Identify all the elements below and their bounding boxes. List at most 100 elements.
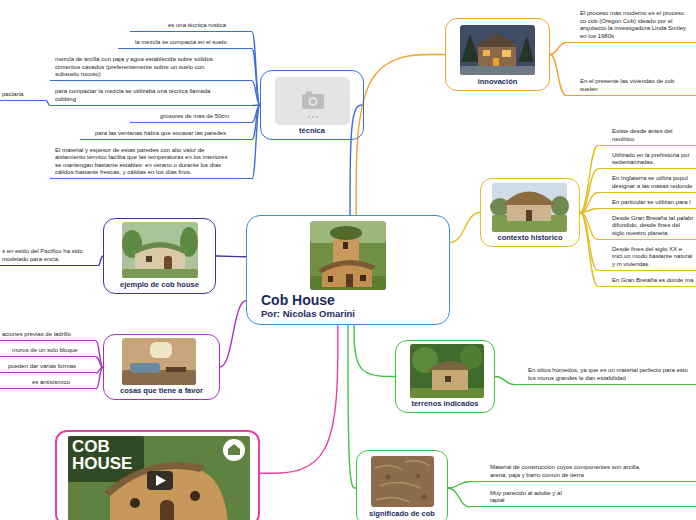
pager-dot <box>316 116 318 118</box>
leaf-text: grosores de mas de 50cm <box>160 113 246 121</box>
branch-connector <box>252 81 260 105</box>
leaf-note: es antisísmico <box>0 379 96 389</box>
clay-texture <box>371 456 434 507</box>
branch-connector <box>580 213 598 287</box>
central-title: Cob House <box>261 292 335 308</box>
branch-connector <box>216 255 246 257</box>
history-photo <box>490 183 569 232</box>
house-window <box>360 275 366 281</box>
example-photo <box>122 222 198 278</box>
leaf-text: es una técnica rustica <box>168 22 248 30</box>
logo-house <box>228 444 240 455</box>
camera-lens <box>311 99 316 104</box>
lit-window <box>502 50 511 57</box>
leaf-text: El proceso más moderno es el proceso co … <box>580 10 692 40</box>
leaf-text: En particular se utilizan para l <box>612 199 694 207</box>
leaf-text: para las ventanas había que excavar las … <box>95 130 245 138</box>
leaf-text: pactaria <box>2 91 42 99</box>
leaf-note: Material de construcción cuyos component… <box>470 464 696 482</box>
leaf-note: grosores de mas de 50cm <box>130 113 252 123</box>
tree <box>461 34 480 62</box>
leaf-note: En Gran Bretaña es donde ma <box>598 277 696 287</box>
night-sky <box>460 25 535 75</box>
leaf-text: Desde fines del siglo XX e inici un modo… <box>612 246 694 269</box>
house-window <box>328 276 333 282</box>
branch-connector <box>252 32 260 105</box>
leaf-note: para las ventanas había que excavar las … <box>80 130 252 140</box>
branch-connector <box>348 325 356 488</box>
branch-connector <box>354 325 395 377</box>
house-wall <box>432 368 468 390</box>
leaf-note: El material y espesor de estas paredes c… <box>50 147 252 180</box>
house-roof <box>318 260 376 273</box>
leaf-text: En Gran Bretaña es donde ma <box>612 277 694 285</box>
video-thumbnail <box>68 436 250 520</box>
leaf-note: es una técnica rustica <box>130 22 252 32</box>
leaf-note: pactaria <box>0 91 46 101</box>
topic-box: terrenos indicados <box>395 340 495 413</box>
thatch-roof <box>502 192 556 206</box>
sofa <box>130 363 160 373</box>
branch-connector <box>356 55 445 216</box>
leaf-text: En Inglaterra se utiliza popul designar … <box>612 175 694 190</box>
leaf-note: Utilizado en la prehistoria por sedentar… <box>598 152 696 170</box>
leaf-text: Utilizado en la prehistoria por sedentar… <box>612 152 694 167</box>
leaf-note: muros de un solo bloque <box>0 347 96 357</box>
advantages-photo <box>122 338 196 385</box>
window <box>445 376 451 382</box>
roundhouse-wall <box>507 203 551 221</box>
topic-box: innovación <box>445 18 550 91</box>
leaf-text: s en estilo del Pacífico ha sido modelad… <box>2 248 94 263</box>
house-window <box>343 242 348 249</box>
innovation-photo <box>460 25 535 75</box>
play-button <box>147 471 173 490</box>
house-door <box>346 274 353 287</box>
branch-connector <box>252 49 260 105</box>
leaf-text: muros de un solo bloque <box>12 347 92 355</box>
door <box>160 500 174 520</box>
topic-label: cosas que tiene a favor <box>120 386 203 395</box>
house-body <box>478 45 516 67</box>
topic-box: ejemplo de cob house <box>103 218 216 294</box>
branch-connector <box>580 209 598 213</box>
leaf-note: El proceso más moderno es el proceso co … <box>566 10 696 43</box>
camera-body <box>302 94 324 109</box>
round-window <box>190 491 200 501</box>
placeholder-ground <box>275 77 350 125</box>
clay-lump <box>386 475 391 480</box>
leaf-text: En sitios húmedos, ya que es un material… <box>528 367 690 382</box>
branch-connector <box>252 105 260 179</box>
leaf-note: Muy parecido al adobe y al tapial <box>470 490 696 508</box>
branch-connector <box>96 367 103 389</box>
photo-sky <box>310 221 386 243</box>
branch-connector <box>580 169 598 213</box>
table <box>166 367 186 372</box>
leaf-note: Desde Gran Bretaña tal palabr difundido,… <box>598 215 696 240</box>
topic-box: cosas que tiene a favor <box>103 334 220 400</box>
thumbnail-ground <box>68 436 250 520</box>
video-box: COB HOUSE <box>55 430 260 520</box>
leaf-note: la mezcla se compacta en el suelo <box>118 39 252 49</box>
leaf-note: aciones previas de ladrillo <box>0 331 96 341</box>
branch-connector <box>96 357 103 367</box>
leaf-text: es antisísmico <box>32 379 92 387</box>
central-topic: Cob HousePor: Nicolas Omarini <box>246 215 450 325</box>
house-roof <box>474 33 520 47</box>
round-window <box>130 498 140 508</box>
lit-window <box>483 50 490 56</box>
camera-lens <box>309 97 318 106</box>
leaf-note: s en estilo del Pacífico ha sido modelad… <box>0 248 98 266</box>
branch-connector <box>96 341 103 367</box>
cob-house <box>110 467 228 520</box>
branch-connector <box>448 482 470 489</box>
leaf-text: Muy parecido al adobe y al tapial <box>490 490 570 505</box>
leaf-text: Desde Gran Bretaña tal palabr difundido,… <box>612 215 694 238</box>
interior-wall <box>122 338 196 385</box>
topic-label: terrenos indicados <box>411 399 478 408</box>
branch-connector <box>220 301 246 367</box>
leaf-note: mezcla de arcilla con paja y agua establ… <box>50 56 252 81</box>
leaf-note: Existe desde antes del neolítico <box>598 128 696 146</box>
leaf-text: El material y espesor de estas paredes c… <box>55 147 229 177</box>
photo-ground <box>310 221 386 290</box>
